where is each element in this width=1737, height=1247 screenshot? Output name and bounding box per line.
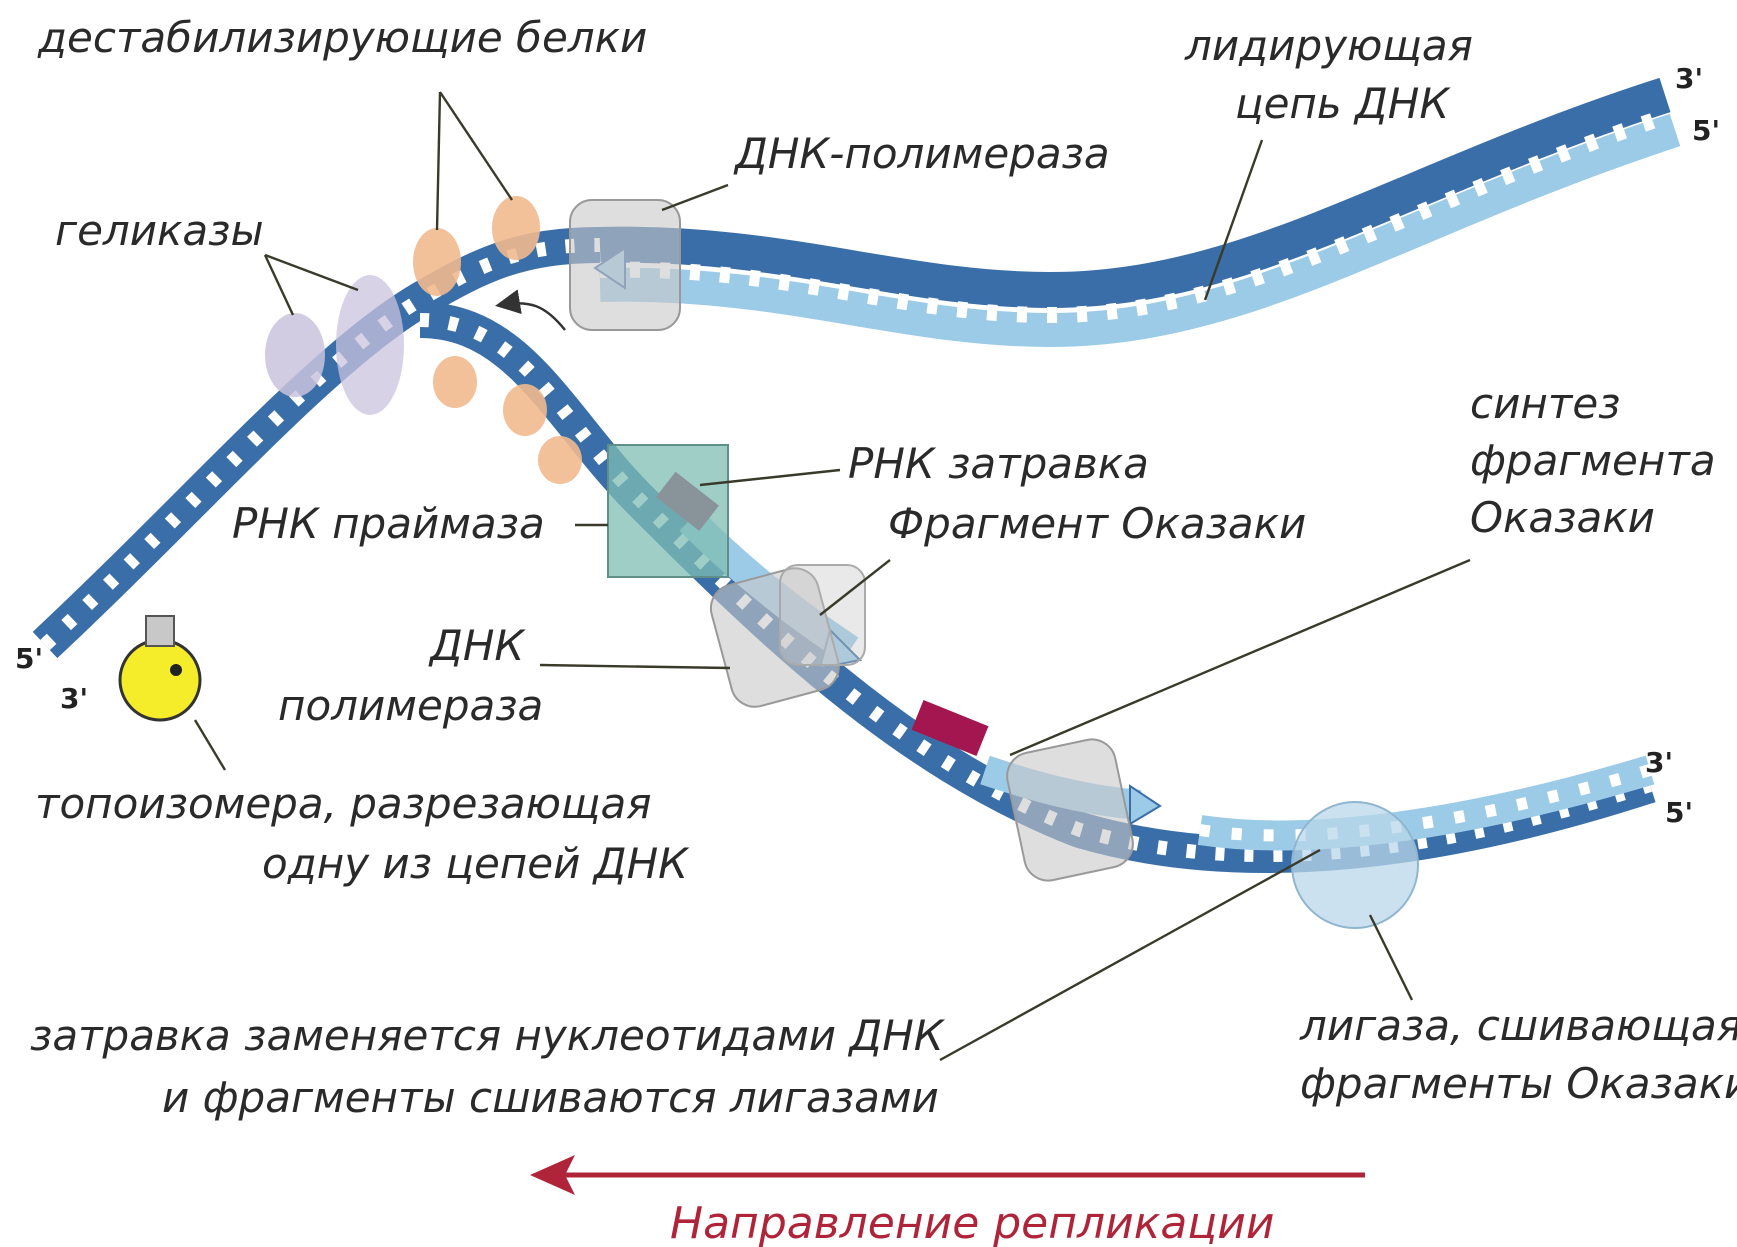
topoisomerase-eye: [170, 664, 182, 676]
ligase: [1292, 802, 1418, 928]
label-helicases: геликазы: [55, 206, 264, 255]
label-okazaki-synthesis-line1: синтез: [1470, 379, 1621, 428]
label-okazaki-fragment: Фрагмент Оказаки: [888, 499, 1306, 548]
label-dna-polymerase-line1: ДНК: [428, 621, 526, 670]
label-rna-primer: РНК затравка: [848, 439, 1149, 488]
okazaki-fragment-2-arrowhead: [1130, 786, 1160, 824]
label-okazaki-synthesis-line3: Оказаки: [1470, 493, 1655, 542]
end-right-top-lower: 5': [1692, 114, 1720, 147]
label-topoisomerase-line1: топоизомера, разрезающая: [35, 779, 652, 828]
leader-ssb-a: [437, 92, 440, 230]
label-leading-strand-line2: цепь ДНК: [1235, 79, 1451, 128]
leader-ssb-b: [440, 92, 512, 200]
helicase-2: [336, 275, 404, 415]
end-right-top-upper: 3': [1675, 62, 1703, 95]
label-destabilizing-proteins: дестабилизирующие белки: [37, 13, 647, 62]
parental-strand-left: [45, 245, 600, 645]
leader-okazaki-synthesis: [1010, 560, 1470, 755]
label-ligase-line1: лигаза, сшивающая: [1299, 1001, 1737, 1050]
end-right-bottom-upper: 3': [1645, 746, 1673, 779]
ssb-protein-2: [492, 196, 540, 260]
dna-polymerase-lagging-2: [1003, 735, 1138, 885]
label-topoisomerase-line2: одну из цепей ДНК: [262, 839, 690, 888]
label-ligase-line2: фрагменты Оказаки: [1300, 1059, 1737, 1108]
end-left-bottom: 3': [60, 682, 88, 715]
label-direction: Направление репликации: [670, 1198, 1274, 1247]
rna-primase: [608, 445, 728, 577]
label-dna-polymerase-line2: полимераза: [278, 681, 543, 730]
end-left-top: 5': [15, 642, 43, 675]
topoisomerase: [120, 640, 200, 720]
leader-dna-pol-lagging: [540, 665, 730, 668]
ssb-protein-5: [538, 436, 582, 484]
label-primer-replacement-line1: затравка заменяется нуклеотидами ДНК: [30, 1011, 946, 1060]
helicase-1: [265, 313, 325, 397]
leader-dna-pol-top: [662, 185, 728, 210]
leader-topoisomerase: [195, 720, 225, 770]
ssb-protein-3: [433, 356, 477, 408]
label-leading-strand-line1: лидирующая: [1184, 21, 1473, 70]
leader-ligase: [1370, 915, 1412, 1000]
dna-polymerase-lagging-3: [780, 565, 865, 665]
label-primer-replacement-line2: и фрагменты сшиваются лигазами: [162, 1073, 939, 1122]
ssb-protein-4: [503, 384, 547, 436]
label-rna-primase: РНК праймаза: [232, 499, 545, 548]
label-okazaki-synthesis-line2: фрагмента: [1470, 436, 1716, 485]
fork-direction-arrow: [500, 303, 565, 330]
end-right-bottom-lower: 5': [1665, 796, 1693, 829]
label-dna-polymerase-top: ДНК-полимераза: [733, 129, 1110, 178]
leader-primer-replacement: [940, 850, 1320, 1060]
topoisomerase-beak: [146, 616, 174, 646]
dna-polymerase-leading: [570, 200, 680, 330]
ssb-protein-1: [413, 228, 461, 296]
